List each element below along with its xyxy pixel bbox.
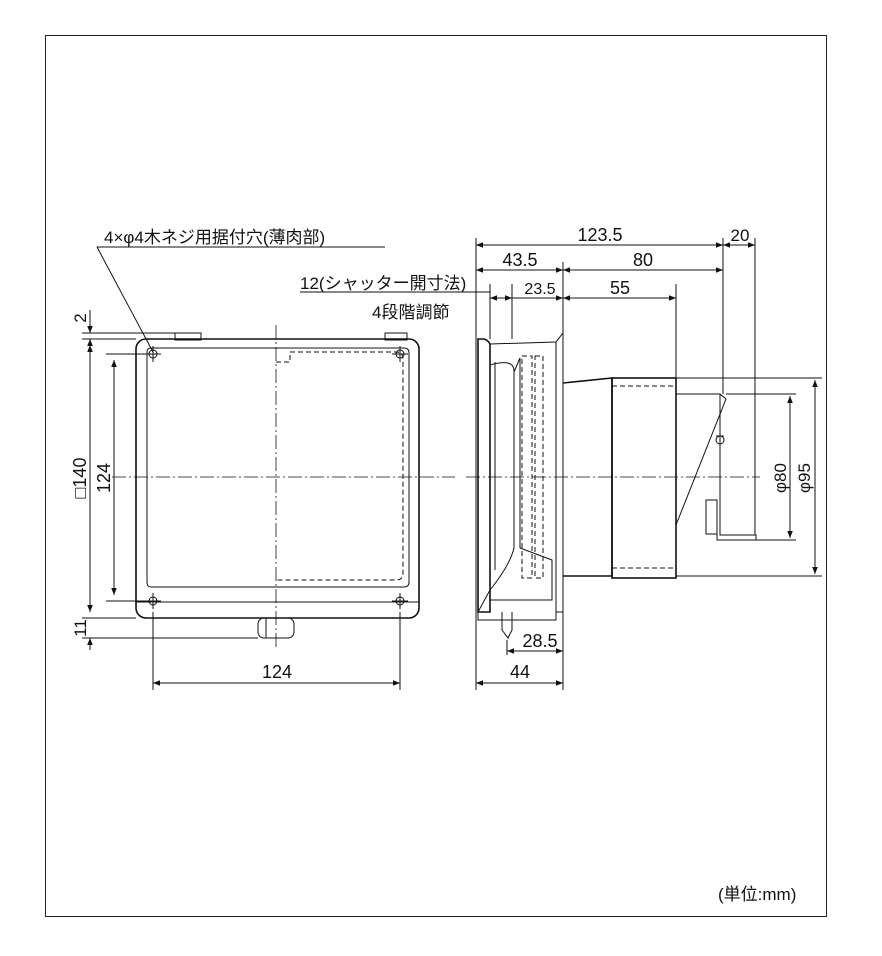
mount-hole-label: 4×φ4木ネジ用据付穴(薄肉部) (104, 228, 325, 247)
dim-phi80: φ80 (771, 463, 790, 493)
top-tab-right (384, 332, 408, 341)
side-front-plate (477, 338, 491, 613)
dim-124-horizontal: 124 (262, 662, 292, 682)
front-inner-face (146, 347, 410, 588)
dim-55: 55 (610, 278, 630, 298)
mount-hole-tr (392, 346, 408, 362)
adjust-label: 4段階調節 (372, 303, 449, 322)
dim-123-5: 123.5 (577, 225, 622, 245)
dim-80: 80 (633, 250, 653, 270)
dim-23-5: 23.5 (524, 281, 555, 298)
shutter-label: 12(シャッター開寸法) (300, 274, 466, 293)
side-duct (611, 377, 677, 579)
unit-label: (単位:mm) (718, 885, 796, 904)
side-vent-b (534, 355, 544, 579)
dim-28-5: 28.5 (522, 631, 557, 651)
mount-hole-bl (145, 593, 161, 609)
dim-43-5: 43.5 (502, 250, 537, 270)
front-outer-body (135, 338, 420, 619)
side-shutter (675, 393, 727, 526)
dim-44: 44 (510, 662, 530, 682)
mount-hole-br (392, 593, 408, 609)
mount-hole-tl (145, 346, 161, 362)
dim-124-vertical: 124 (94, 463, 114, 493)
drawing-sheet (45, 35, 827, 917)
dim-11: 11 (71, 619, 90, 637)
side-vent-a (521, 355, 533, 579)
dim-phi95: φ95 (795, 463, 814, 493)
dim-140: □140 (70, 458, 90, 499)
side-louver (489, 362, 515, 591)
dim-2: 2 (71, 313, 90, 322)
side-view (300, 238, 822, 690)
mount-hole-leader (96, 246, 154, 353)
dim-20: 20 (731, 226, 750, 245)
front-hidden-outline (276, 351, 404, 581)
top-tab-left (174, 332, 202, 341)
front-view (82, 246, 455, 690)
